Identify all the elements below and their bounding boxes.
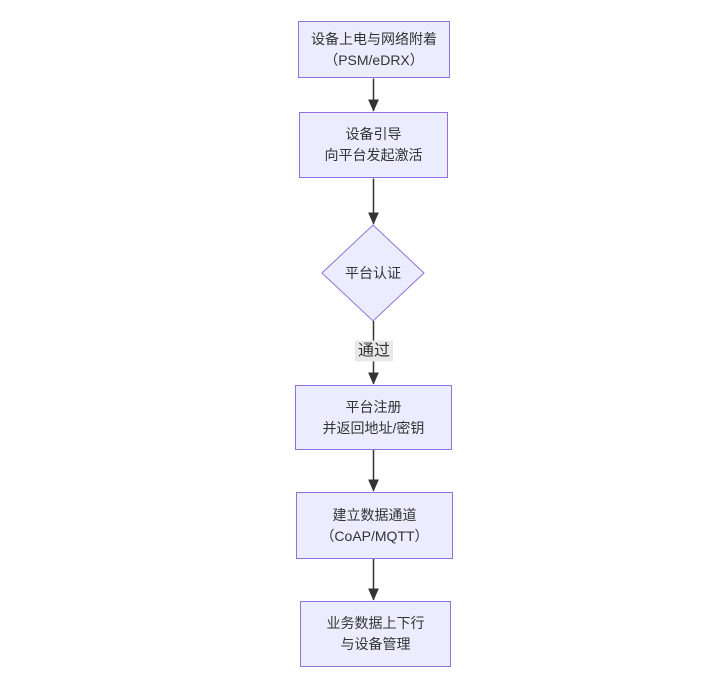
flow-node-platform-auth: 平台认证 bbox=[322, 225, 424, 321]
node-text-line: 平台注册 bbox=[345, 398, 402, 415]
node-text-line: 与设备管理 bbox=[340, 636, 411, 652]
flow-node-platform-register: 平台注册 并返回地址/密钥 bbox=[295, 385, 452, 450]
node-text-line: 并返回地址/密钥 bbox=[322, 419, 425, 436]
flow-node-data-channel: 建立数据通道 （CoAP/MQTT） bbox=[296, 492, 453, 559]
node-text-line: 向平台发起激活 bbox=[324, 147, 423, 163]
decision-diamond-shape bbox=[321, 224, 425, 322]
node-text-line: 设备引导 bbox=[345, 126, 402, 142]
flow-node-bootstrap-activate: 设备引导 向平台发起激活 bbox=[299, 112, 448, 178]
node-text-line: 建立数据通道 bbox=[332, 506, 417, 523]
flow-node-power-attach: 设备上电与网络附着 （PSM/eDRX） bbox=[298, 21, 450, 78]
node-text-line: （PSM/eDRX） bbox=[324, 51, 424, 68]
node-text-line: 设备上电与网络附着 bbox=[311, 30, 437, 47]
node-text-line: （CoAP/MQTT） bbox=[320, 527, 429, 544]
node-text-line: 业务数据上下行 bbox=[326, 615, 425, 631]
edge-label-pass: 通过 bbox=[354, 340, 394, 362]
flow-node-business-mgmt: 业务数据上下行 与设备管理 bbox=[300, 601, 451, 667]
node-text-line: 平台认证 bbox=[345, 265, 401, 281]
